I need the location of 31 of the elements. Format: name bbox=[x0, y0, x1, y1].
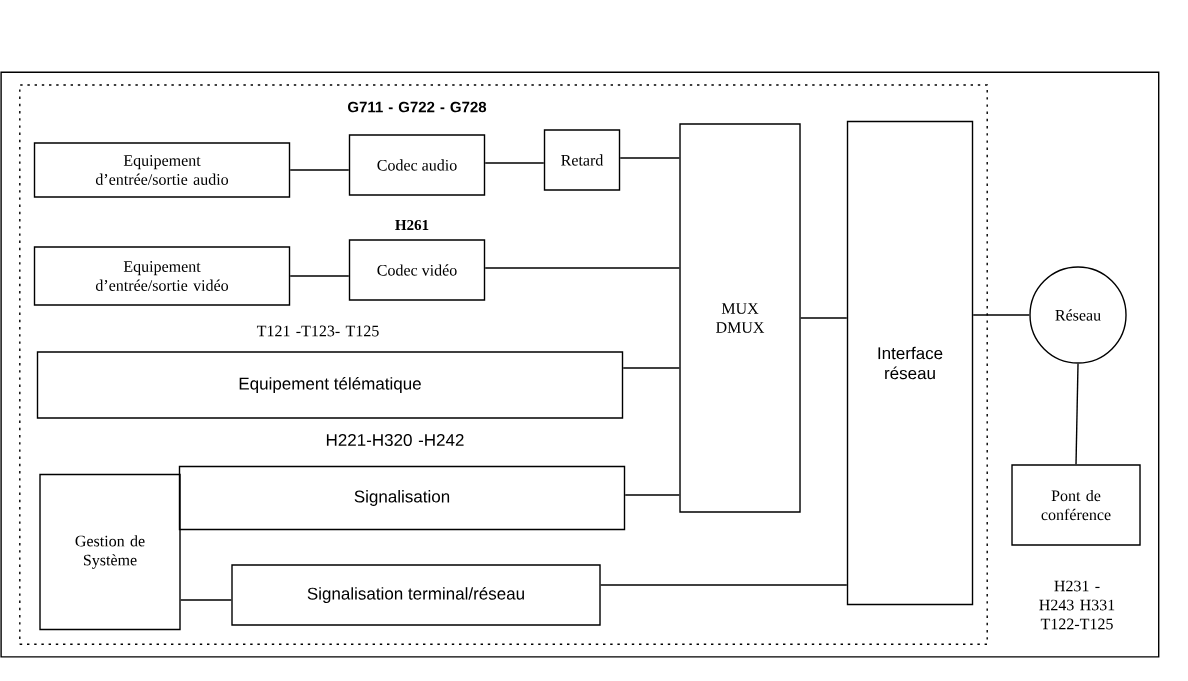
connector-line bbox=[624, 494, 680, 496]
standard-label: T121 -T123- T125 bbox=[256, 325, 379, 337]
device-box: Equipement d’entrée/sortie audio bbox=[33, 142, 291, 198]
management-box: Gestion de Système bbox=[39, 473, 181, 631]
process-box: Retard bbox=[543, 129, 621, 191]
connector-line bbox=[619, 157, 680, 159]
outer-frame bbox=[0, 71, 1160, 658]
connector-line bbox=[622, 367, 680, 369]
interface-box: Interface réseau bbox=[846, 120, 974, 606]
connector-line bbox=[484, 162, 545, 164]
connector-line bbox=[800, 317, 848, 319]
connector-line bbox=[600, 584, 848, 586]
process-box: Codec vidéo bbox=[348, 239, 486, 301]
device-box: Equipement télématique bbox=[36, 351, 624, 419]
standard-label: H231 -H243 H331 T122-T125 bbox=[1039, 580, 1115, 630]
connector-line bbox=[180, 599, 232, 601]
connector-line bbox=[972, 314, 1030, 316]
standard-label: G711 - G722 - G728 bbox=[348, 101, 487, 113]
connector-line bbox=[484, 267, 680, 269]
bridge-box: Pont de conférence bbox=[1011, 464, 1141, 546]
multiplexer-box: MUX DMUX bbox=[679, 123, 801, 513]
signalling-box: Signalisation bbox=[178, 465, 626, 531]
connector-line bbox=[1075, 363, 1079, 465]
connector-line bbox=[289, 275, 350, 277]
signalling-box: Signalisation terminal/réseau bbox=[231, 564, 601, 626]
connector-line bbox=[289, 169, 350, 171]
process-box: Codec audio bbox=[348, 134, 486, 196]
boundary-frame bbox=[19, 84, 988, 645]
standard-label: H261 bbox=[395, 220, 429, 231]
device-box: Equipement d’entrée/sortie vidéo bbox=[33, 246, 291, 306]
standard-label: H221-H320 -H242 bbox=[326, 434, 464, 446]
